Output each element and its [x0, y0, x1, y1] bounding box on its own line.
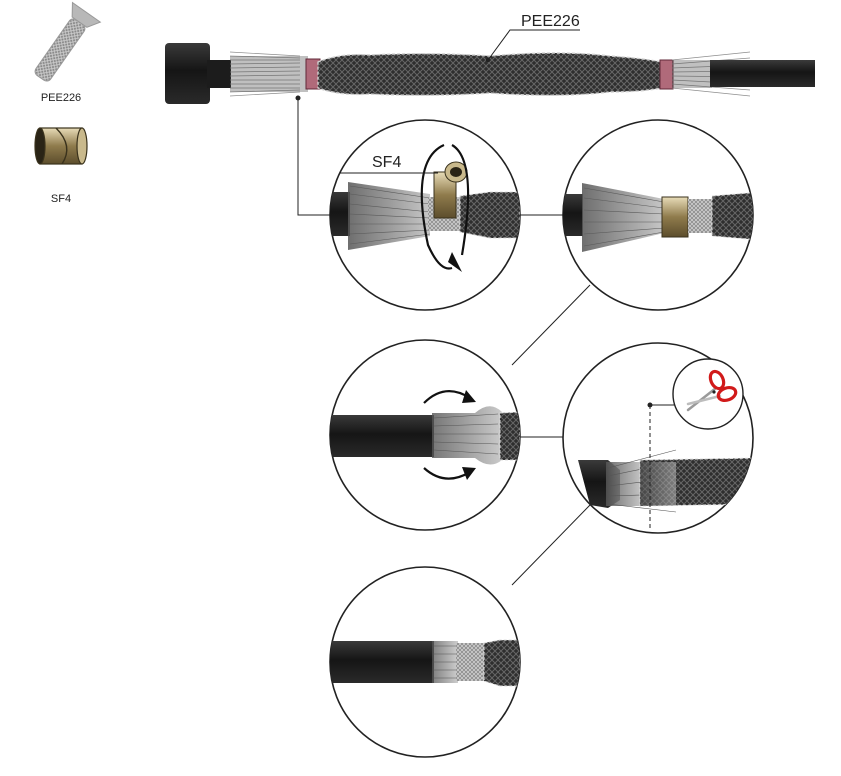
connector-lines — [511, 214, 591, 586]
legend-label-sf4: SF4 — [51, 193, 71, 205]
main-cable-assembly: PEE226 — [165, 13, 815, 104]
callout-label-sf4: SF4 — [372, 154, 401, 171]
left-strand-fan — [229, 51, 301, 97]
sf4-ferrule-icon — [34, 127, 88, 165]
rotate-arrow-icon — [420, 143, 470, 270]
pee226-sleeve-icon — [34, 1, 102, 82]
callout-label-pee226: PEE226 — [521, 13, 580, 30]
legend-label-pee226: PEE226 — [41, 92, 81, 104]
right-cable-jacket — [710, 60, 815, 87]
legend-pee226: PEE226 — [34, 1, 102, 104]
scissors-icon — [672, 358, 744, 430]
detail-step-fold-back — [329, 339, 521, 531]
detail-step-cut — [562, 342, 754, 534]
detail-step-sf4-crimped — [562, 119, 754, 311]
legend-sf4: SF4 — [34, 127, 88, 205]
sf4-ferrule-icon — [433, 161, 468, 219]
leader-line-main-to-detail — [297, 98, 330, 216]
right-ring — [659, 59, 674, 90]
cable-connector — [165, 43, 210, 104]
detail-step-final — [329, 566, 521, 758]
detail-step-sf4-placement: SF4 — [329, 119, 521, 311]
